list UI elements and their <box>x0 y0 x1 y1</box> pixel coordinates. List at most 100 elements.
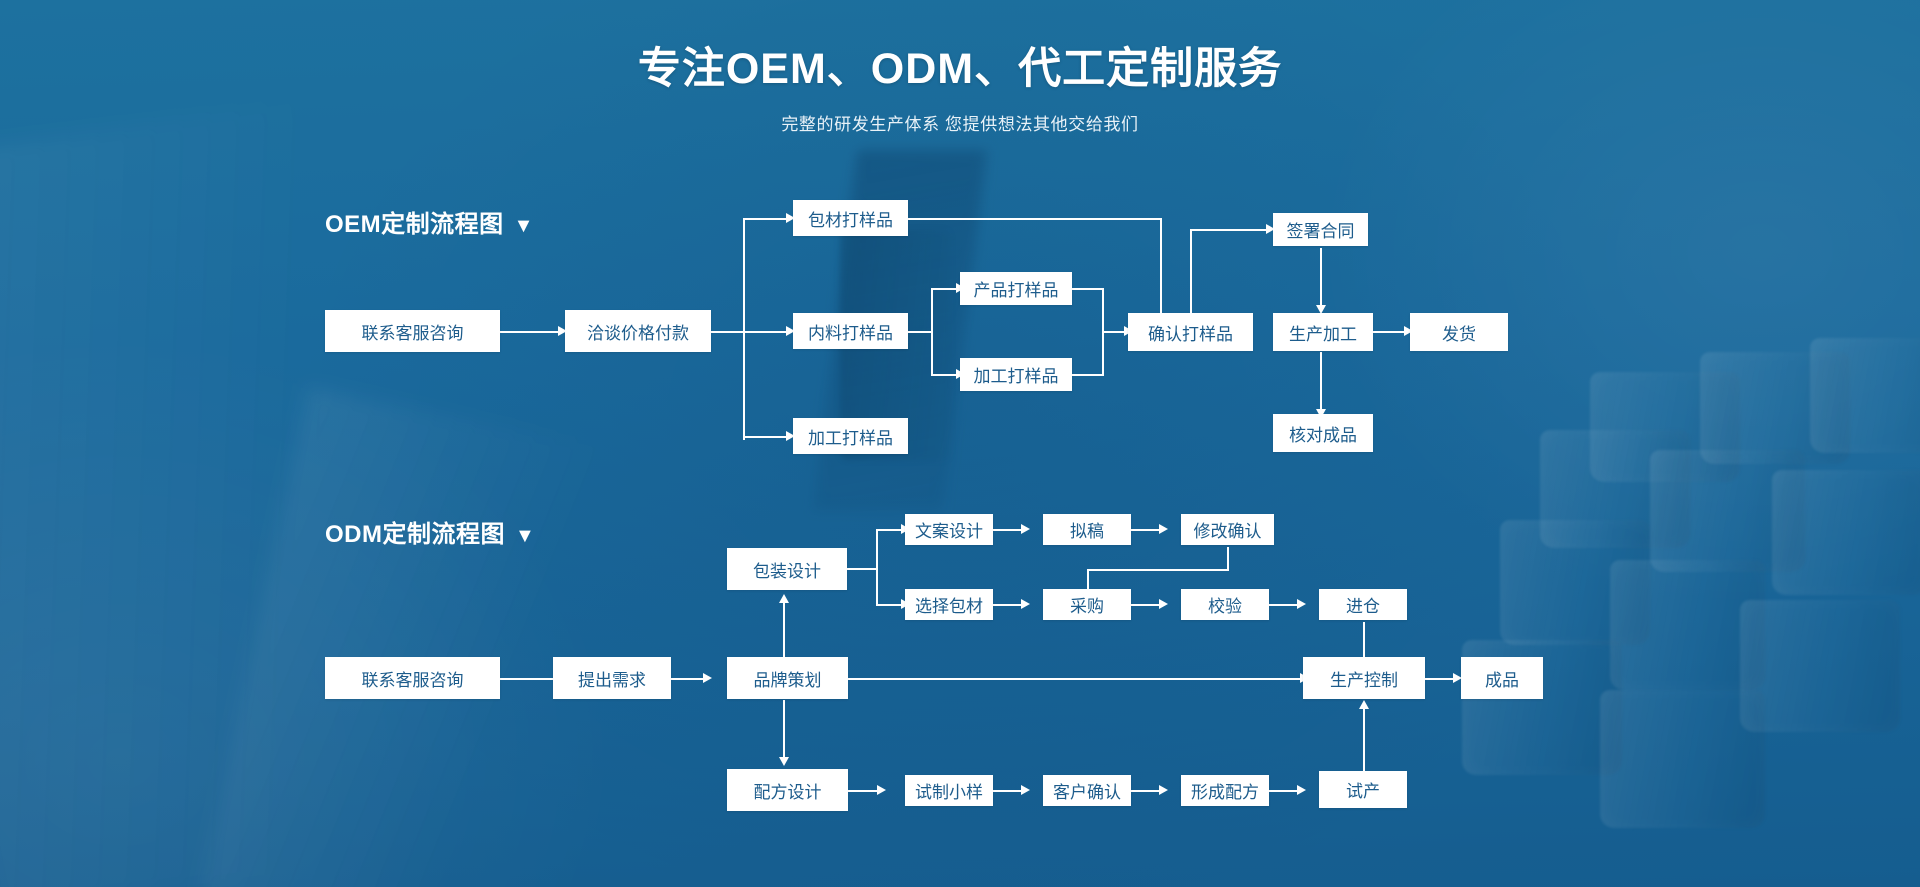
oem-node-inner-sample[interactable]: 内料打样品 <box>793 313 908 349</box>
odm-node-production-control[interactable]: 生产控制 <box>1303 657 1425 699</box>
oem-section-label-text: OEM定制流程图 <box>325 211 504 238</box>
background-cap <box>1540 430 1690 548</box>
odm-node-customer-confirm[interactable]: 客户确认 <box>1043 775 1131 806</box>
oem-node-product-sample[interactable]: 产品打样品 <box>960 272 1072 305</box>
oem-connector-split-bottom <box>931 374 959 376</box>
odm-arrowhead <box>779 757 789 766</box>
oem-arrowhead <box>558 326 567 336</box>
odm-node-contact[interactable]: 联系客服咨询 <box>325 657 500 699</box>
oem-node-contact[interactable]: 联系客服咨询 <box>325 310 500 352</box>
chevron-down-icon: ▼ <box>515 525 536 547</box>
odm-connector-customer-formformula <box>1130 790 1162 792</box>
oem-node-production[interactable]: 生产加工 <box>1273 313 1373 351</box>
odm-node-finished[interactable]: 成品 <box>1461 657 1543 699</box>
oem-connector-sign-production <box>1320 248 1322 308</box>
oem-node-pkg-sample[interactable]: 包材打样品 <box>793 200 908 236</box>
odm-arrowhead <box>1159 524 1168 534</box>
odm-arrowhead <box>703 673 712 683</box>
odm-node-copy-design[interactable]: 文案设计 <box>905 514 993 545</box>
odm-section-label-text: ODM定制流程图 <box>325 521 505 548</box>
odm-connector-revise-purchase-h <box>1087 569 1229 571</box>
oem-connector-fan-bottom <box>743 436 788 438</box>
odm-node-draft[interactable]: 拟稿 <box>1043 514 1131 545</box>
background-cap <box>1590 372 1740 482</box>
oem-connector-production-check <box>1320 352 1322 412</box>
odm-node-revise-confirm[interactable]: 修改确认 <box>1181 514 1274 545</box>
odm-arrowhead <box>1159 599 1168 609</box>
odm-connector-formula-trialsample <box>848 790 880 792</box>
odm-node-trial-sample[interactable]: 试制小样 <box>905 775 993 806</box>
oem-connector-negotiate-fan <box>710 331 744 333</box>
odm-connector-formformula-trialproduction <box>1268 790 1300 792</box>
oem-node-sign-contract[interactable]: 签署合同 <box>1273 213 1368 246</box>
odm-connector-split-bottom <box>876 604 904 606</box>
oem-arrowhead <box>786 326 795 336</box>
oem-connector-split-spine <box>931 288 933 375</box>
background-cap <box>1740 600 1900 732</box>
odm-connector-revise-purchase-v <box>1087 569 1089 598</box>
odm-connector-branding-control <box>848 678 1302 680</box>
odm-arrowhead <box>877 785 886 795</box>
oem-node-negotiate[interactable]: 洽谈价格付款 <box>565 310 711 352</box>
page-header: 专注OEM、ODM、代工定制服务 完整的研发生产体系 您提供想法其他交给我们 <box>0 0 1920 135</box>
oem-connector-contact-negotiate <box>500 331 560 333</box>
oem-connector-fan-top <box>743 218 788 220</box>
odm-node-purchase[interactable]: 采购 <box>1043 589 1131 620</box>
odm-node-branding[interactable]: 品牌策划 <box>727 657 848 699</box>
odm-arrowhead <box>1021 599 1030 609</box>
odm-connector-copy-draft <box>992 529 1024 531</box>
odm-connector-material-purchase <box>992 604 1024 606</box>
odm-node-form-formula[interactable]: 形成配方 <box>1181 775 1269 806</box>
odm-connector-draft-revise <box>1130 529 1162 531</box>
odm-connector-trialproduction-control <box>1363 706 1365 772</box>
odm-node-formula-design[interactable]: 配方设计 <box>727 769 848 811</box>
oem-arrowhead <box>1316 409 1326 418</box>
odm-node-requirement[interactable]: 提出需求 <box>553 657 671 699</box>
oem-connector-pkgsample-down <box>1160 218 1162 316</box>
odm-connector-split-spine <box>876 529 878 604</box>
odm-node-choose-material[interactable]: 选择包材 <box>905 589 993 620</box>
oem-node-confirm-sample[interactable]: 确认打样品 <box>1128 313 1253 351</box>
odm-arrowhead <box>1159 785 1168 795</box>
odm-node-trial-production[interactable]: 试产 <box>1319 771 1407 808</box>
oem-arrowhead <box>1316 305 1326 314</box>
oem-node-process-sample[interactable]: 加工打样品 <box>793 418 908 454</box>
odm-arrowhead <box>779 594 789 603</box>
oem-connector-fan-mid <box>743 331 788 333</box>
page-title: 专注OEM、ODM、代工定制服务 <box>637 45 1283 93</box>
oem-connector-production-shipping <box>1373 331 1408 333</box>
oem-arrowhead <box>1266 224 1275 234</box>
background-shirt-fold <box>200 386 680 887</box>
odm-connector-contact-requirement <box>500 678 560 680</box>
oem-arrowhead <box>1404 326 1413 336</box>
odm-node-warehouse[interactable]: 进仓 <box>1319 589 1407 620</box>
oem-node-check-goods[interactable]: 核对成品 <box>1273 414 1373 452</box>
odm-arrowhead <box>1297 785 1306 795</box>
oem-connector-fan-spine <box>743 218 745 440</box>
background-cap <box>1600 690 1765 828</box>
oem-connector-processsample-merge <box>1072 374 1104 376</box>
oem-arrowhead <box>786 431 795 441</box>
odm-arrowhead <box>1021 785 1030 795</box>
odm-section-label: ODM定制流程图 ▼ <box>325 514 535 549</box>
background-cap <box>1810 338 1920 453</box>
page-subtitle: 完整的研发生产体系 您提供想法其他交给我们 <box>781 115 1139 135</box>
odm-connector-warehouse-control <box>1363 622 1365 660</box>
odm-node-package-design[interactable]: 包装设计 <box>727 548 847 590</box>
odm-connector-control-finished <box>1424 678 1456 680</box>
background-cap <box>1650 450 1805 572</box>
odm-arrowhead <box>1453 673 1462 683</box>
oem-connector-merge-out <box>1102 331 1126 333</box>
oem-arrowhead <box>786 213 795 223</box>
odm-connector-trialsample-customer <box>992 790 1024 792</box>
oem-node-process-sample-2[interactable]: 加工打样品 <box>960 358 1072 391</box>
odm-arrowhead <box>1297 599 1306 609</box>
background-cap <box>1772 470 1920 595</box>
odm-connector-inspection-warehouse <box>1268 604 1300 606</box>
oem-node-shipping[interactable]: 发货 <box>1410 313 1508 351</box>
odm-node-inspection[interactable]: 校验 <box>1181 589 1269 620</box>
background-cap <box>1500 520 1650 645</box>
odm-arrowhead <box>1359 700 1369 709</box>
odm-arrowhead <box>1021 524 1030 534</box>
